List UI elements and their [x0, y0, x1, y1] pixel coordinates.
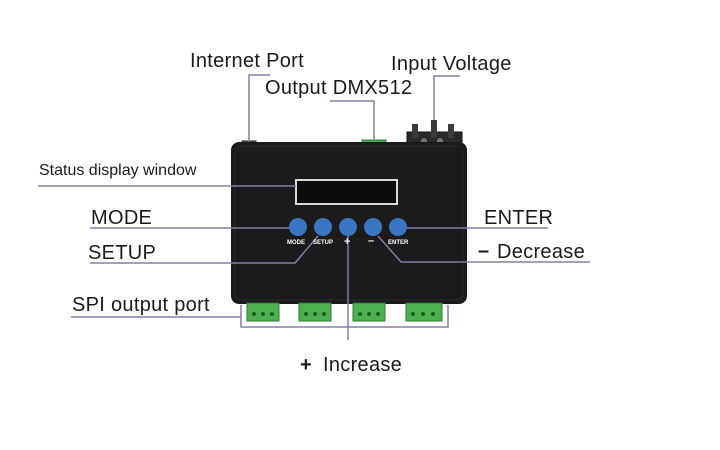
status-display-window: [295, 179, 398, 205]
leader-setup: [90, 235, 319, 264]
spi-port-3: [352, 302, 386, 322]
increase-label: Increase: [323, 354, 403, 376]
decrease-button-caption: –: [368, 235, 375, 247]
internet-port-label: Internet Port: [190, 50, 304, 72]
spi-port-2: [298, 302, 332, 322]
setup-label: SETUP: [88, 242, 157, 264]
setup-button[interactable]: [314, 218, 332, 236]
increase-button[interactable]: [339, 218, 357, 236]
decrease-label: Decrease: [497, 241, 585, 263]
input-voltage-label: Input Voltage: [391, 53, 512, 75]
mode-label: MODE: [91, 207, 153, 229]
status-display-label: Status display window: [39, 162, 197, 179]
setup-button-caption: SETUP: [313, 240, 334, 246]
mode-button-caption: MODE: [287, 240, 305, 246]
enter-label: ENTER: [484, 207, 554, 229]
spi-output-label: SPI output port: [72, 294, 210, 316]
increase-sign: +: [300, 354, 312, 376]
decrease-sign: –: [478, 240, 490, 262]
leader-internet-port: [248, 74, 270, 142]
enter-button[interactable]: [389, 218, 407, 236]
leader-output-dmx: [330, 100, 375, 140]
leader-input-voltage: [433, 75, 460, 120]
output-dmx-label: Output DMX512: [265, 77, 413, 99]
enter-button-caption: ENTER: [388, 240, 409, 246]
spi-port-1: [246, 302, 280, 322]
decrease-button[interactable]: [364, 218, 382, 236]
mode-button[interactable]: [289, 218, 307, 236]
spi-port-4: [405, 302, 443, 322]
increase-button-caption: +: [344, 236, 351, 248]
spi-output-ports: [246, 302, 443, 322]
leader-decrease: [377, 235, 590, 263]
leader-spi-bracket: [240, 305, 449, 328]
leader-lines: [38, 74, 590, 340]
